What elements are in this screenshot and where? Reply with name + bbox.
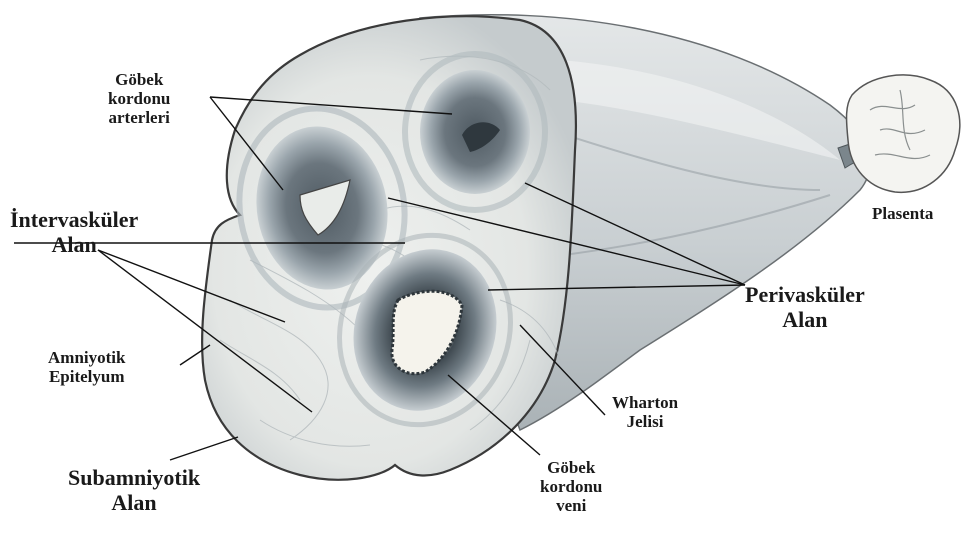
label-amniotic-epithelium: Amniyotik Epitelyum <box>48 348 125 386</box>
label-umbilical-arteries-line-1: Göbek <box>108 70 170 89</box>
label-placenta: Plasenta <box>872 204 933 223</box>
label-umbilical-vein-line-1: Göbek <box>540 458 602 477</box>
label-perivascular: Perivasküler Alan <box>745 283 865 332</box>
label-umbilical-vein-line-3: veni <box>540 496 602 515</box>
leader-subamniotic <box>170 437 238 460</box>
label-umbilical-arteries-line-3: arterleri <box>108 108 170 127</box>
label-amniotic-line-1: Amniyotik <box>48 348 125 367</box>
label-intervascular: İntervasküler Alan <box>10 208 138 257</box>
label-wharton-jelly: Wharton Jelisi <box>612 393 678 431</box>
label-wharton-line-1: Wharton <box>612 393 678 412</box>
umbilical-artery-right <box>405 54 545 210</box>
label-intervascular-line-1: İntervasküler <box>10 208 138 233</box>
label-subamniotic-line-1: Subamniyotik <box>68 466 200 491</box>
label-placenta-text: Plasenta <box>872 204 933 223</box>
placenta-icon <box>847 75 960 192</box>
label-subamniotic-line-2: Alan <box>68 491 200 516</box>
label-umbilical-vein-line-2: kordonu <box>540 477 602 496</box>
label-intervascular-line-2: Alan <box>10 233 138 258</box>
label-perivascular-line-1: Perivasküler <box>745 283 865 308</box>
label-perivascular-line-2: Alan <box>745 308 865 333</box>
label-umbilical-arteries: Göbek kordonu arterleri <box>108 70 170 127</box>
label-umbilical-vein: Göbek kordonu veni <box>540 458 602 515</box>
label-subamniotic: Subamniyotik Alan <box>68 466 200 515</box>
label-umbilical-arteries-line-2: kordonu <box>108 89 170 108</box>
label-wharton-line-2: Jelisi <box>612 412 678 431</box>
label-amniotic-line-2: Epitelyum <box>48 367 125 386</box>
